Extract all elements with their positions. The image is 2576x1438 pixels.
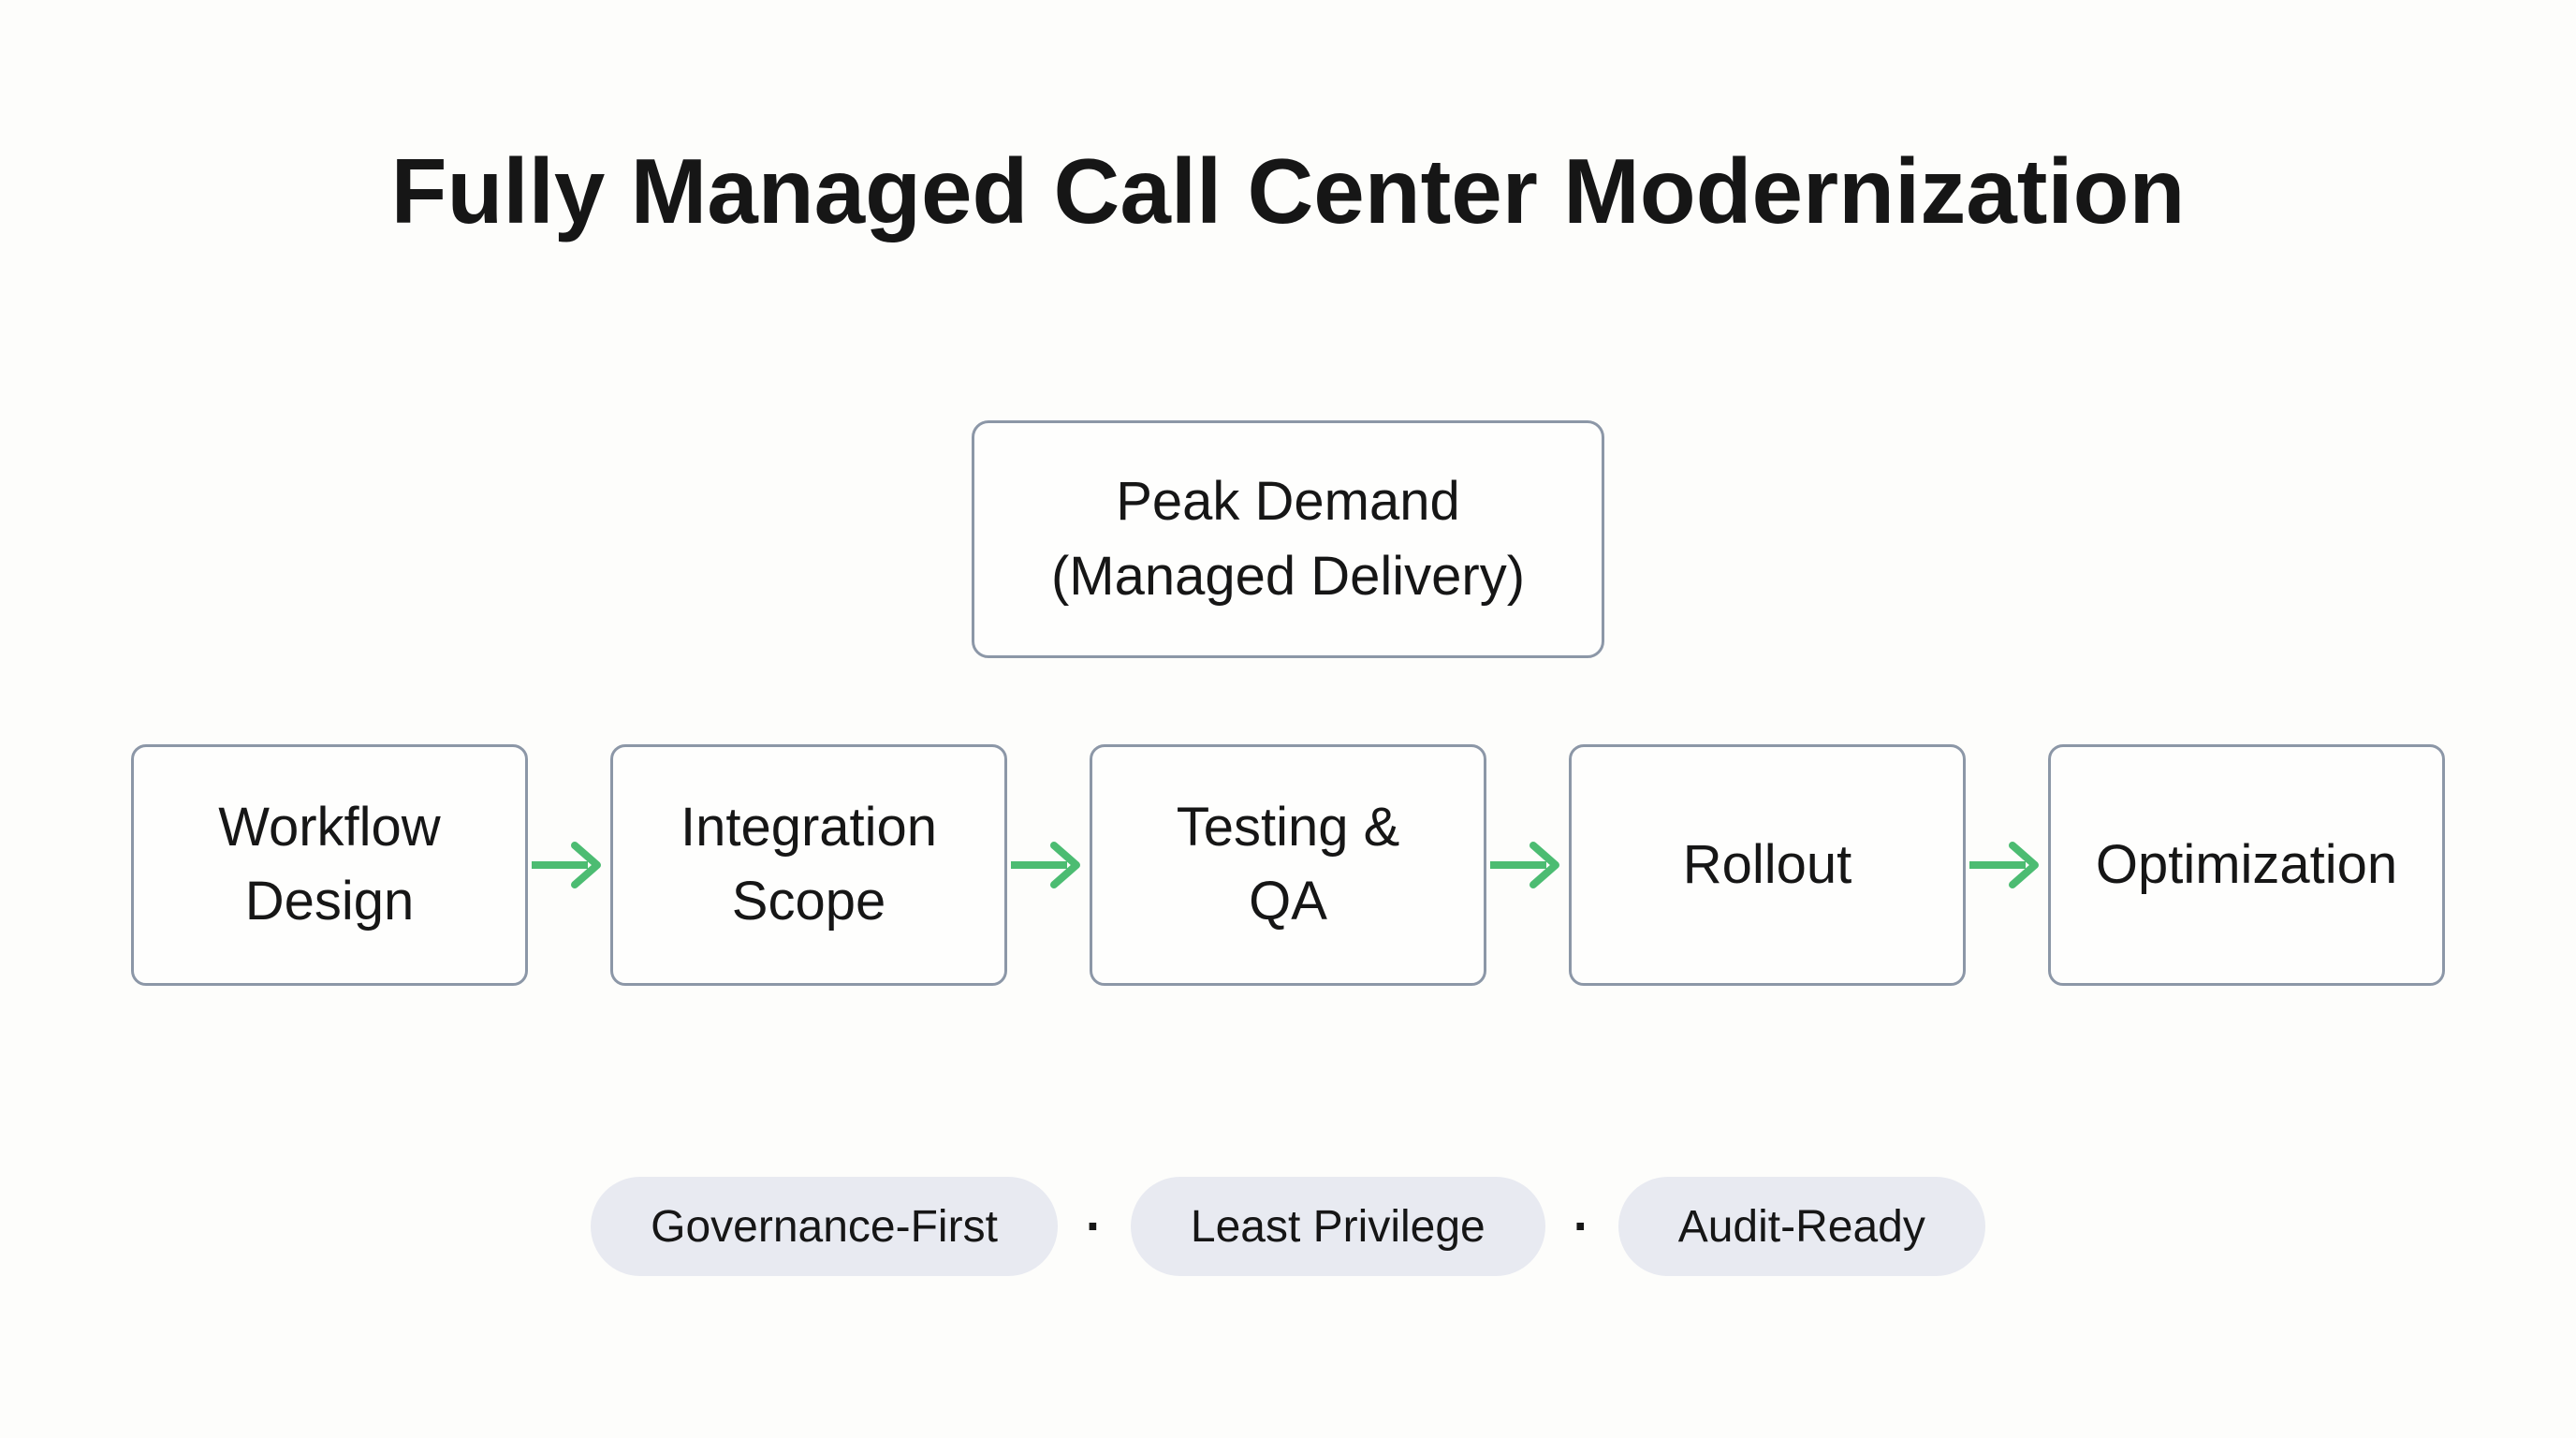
flow-box-testing-qa: Testing & QA (1090, 744, 1486, 986)
peak-demand-label: Peak Demand (Managed Delivery) (1050, 470, 1526, 607)
badge-separator-dot: · (1085, 1198, 1103, 1255)
arrow-right-icon (1011, 842, 1080, 888)
badge-least-privilege: Least Privilege (1130, 1177, 1545, 1276)
badge-separator-dot: · (1573, 1198, 1590, 1255)
badge-label: Audit-Ready (1677, 1201, 1925, 1252)
flow-box-label: Integration Scope (680, 797, 938, 932)
badge-label: Governance-First (651, 1201, 998, 1252)
peak-demand-box: Peak Demand (Managed Delivery) (972, 420, 1604, 658)
badge-label: Least Privilege (1190, 1201, 1486, 1252)
arrow-right-icon (1969, 842, 2039, 888)
flow-box-label: Testing & QA (1176, 797, 1400, 932)
arrow-right-icon (1490, 842, 1559, 888)
badges-row: Governance-First · Least Privilege · Aud… (591, 1177, 1985, 1276)
badge-governance-first: Governance-First (591, 1177, 1058, 1276)
flow-row: Workflow Design Integration Scope Testin… (131, 744, 2445, 986)
flow-box-integration-scope: Integration Scope (610, 744, 1007, 986)
flow-box-label: Workflow Design (218, 797, 441, 932)
arrow-right-icon (532, 842, 601, 888)
flow-box-workflow-design: Workflow Design (131, 744, 528, 986)
page-title: Fully Managed Call Center Modernization (390, 139, 2186, 242)
flow-box-rollout: Rollout (1569, 744, 1966, 986)
flow-box-optimization: Optimization (2048, 744, 2445, 986)
flow-box-label: Optimization (2095, 833, 2398, 895)
flow-box-label: Rollout (1682, 833, 1852, 895)
badge-audit-ready: Audit-Ready (1617, 1177, 1985, 1276)
